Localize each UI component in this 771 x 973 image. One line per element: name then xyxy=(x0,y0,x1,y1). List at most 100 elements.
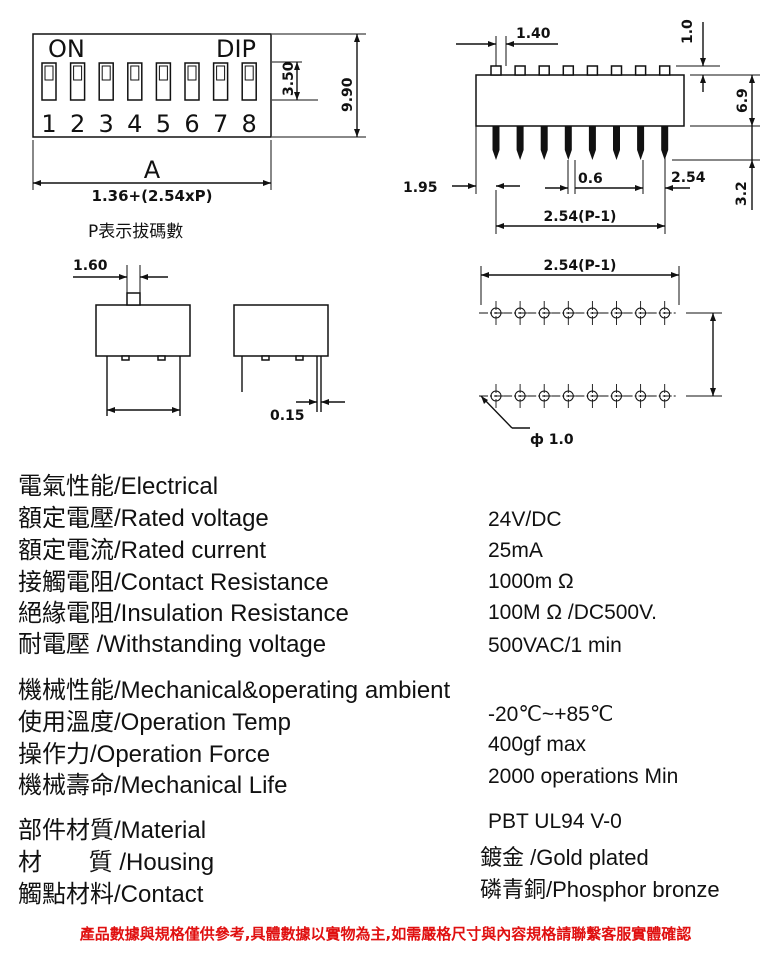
p-note: P表示拔碼數 xyxy=(88,222,183,242)
pin xyxy=(540,126,548,160)
spec-mechanical-life-label: 機械壽命/Mechanical Life xyxy=(18,772,288,799)
spec-mechanical-heading: 機械性能/Mechanical&operating ambient xyxy=(18,677,451,704)
side-view-body xyxy=(475,74,685,127)
dim-body-height: 6.9 xyxy=(735,88,751,113)
pcb-hole xyxy=(635,307,647,319)
switch-knob xyxy=(187,65,197,81)
dim-side-span: 2.54(P-1) xyxy=(544,209,617,225)
pin xyxy=(588,126,596,160)
spec-housing-value: 鍍金 /Gold plated xyxy=(480,845,649,870)
dim-pin-length: 3.2 xyxy=(734,181,750,206)
dim-pin-thickness: 0.15 xyxy=(270,408,305,424)
position-number: 2 xyxy=(70,110,85,138)
switch-slot xyxy=(98,62,114,101)
pcb-holes xyxy=(479,301,676,408)
spec-operation-temp-label: 使用溫度/Operation Temp xyxy=(18,709,291,736)
actuator-tab xyxy=(514,65,526,76)
dip-label: DIP xyxy=(216,35,256,63)
actuator-tab xyxy=(562,65,575,76)
spec-rated-voltage-label: 額定電壓/Rated voltage xyxy=(18,505,269,532)
pcb-hole xyxy=(514,307,526,319)
position-number: 8 xyxy=(242,110,257,138)
spec-operation-force-value: 400gf max xyxy=(488,733,587,756)
spec-material-value: PBT UL94 V-0 xyxy=(488,810,622,833)
switch-slot xyxy=(155,62,172,101)
actuator-tab xyxy=(634,65,647,76)
dim-top-height: 1.0 xyxy=(680,19,696,44)
side-view: 1.40 1.0 6.9 3.2 1.95 0.6 xyxy=(403,19,760,234)
pcb-hole xyxy=(538,307,550,319)
spec-rated-voltage-value: 24V/DC xyxy=(488,508,562,531)
position-number: 1 xyxy=(41,110,56,138)
pcb-hole xyxy=(586,390,598,402)
dim-pin-pitch: 2.54 xyxy=(671,170,706,186)
pcb-hole xyxy=(538,390,550,402)
dim-pcb-span: 2.54(P-1) xyxy=(544,258,617,274)
position-number: 7 xyxy=(213,110,228,138)
switch-knob xyxy=(158,65,168,81)
spec-electrical-heading: 電氣性能/Electrical xyxy=(18,473,219,500)
dim-width-formula: 1.36+(2.54xP) xyxy=(92,187,213,205)
actuator-tab xyxy=(658,65,671,76)
switch-knob xyxy=(73,65,83,81)
dim-hole-diameter: ф 1.0 xyxy=(530,432,574,448)
spec-material-label: 部件材質/Material xyxy=(18,817,207,844)
pcb-hole xyxy=(586,307,598,319)
pcb-hole xyxy=(562,307,574,319)
spec-rated-current-value: 25mA xyxy=(488,539,543,562)
switch-knob xyxy=(130,65,140,81)
pins xyxy=(492,126,669,160)
end-view-right: 0.15 xyxy=(233,304,345,424)
dim-inner-height: 3.50 xyxy=(281,61,297,96)
actuator-tab xyxy=(538,65,550,76)
switch-knob xyxy=(44,65,54,81)
pin xyxy=(613,126,620,160)
pin xyxy=(564,126,572,160)
dim-width-symbol: A xyxy=(144,156,161,184)
switch-slot xyxy=(127,62,143,101)
spec-insulation-resistance-label: 絕緣電阻/Insulation Resistance xyxy=(18,600,349,627)
actuator-tab xyxy=(610,65,623,76)
pcb-hole xyxy=(490,390,502,402)
pcb-hole xyxy=(611,307,622,319)
pcb-hole xyxy=(635,390,647,402)
spec-operation-temp-value: -20℃~+85℃ xyxy=(488,703,614,726)
switch-slots xyxy=(41,62,257,101)
pcb-hole xyxy=(659,390,671,402)
spec-contact-label: 觸點材料/Contact xyxy=(18,881,204,908)
position-number: 4 xyxy=(127,110,142,138)
disclaimer-footer: 產品數據與規格僅供參考,具體數據以實物為主,如需嚴格尺寸與內容規格請聯繫客服實體… xyxy=(79,925,692,943)
pcb-hole xyxy=(562,390,574,402)
pcb-hole xyxy=(490,307,502,319)
switch-knob xyxy=(216,65,226,81)
spec-mechanical-life-value: 2000 operations Min xyxy=(488,765,679,788)
actuator-tab xyxy=(490,65,502,76)
spec-contact-resistance-value: 1000m Ω xyxy=(488,570,574,593)
pin xyxy=(637,126,645,160)
switch-slot xyxy=(241,62,257,101)
pin xyxy=(492,126,500,160)
actuator-tabs xyxy=(490,65,671,76)
end-view-left: 1.60 xyxy=(73,258,191,416)
spec-operation-force-label: 操作力/Operation Force xyxy=(18,741,271,768)
dim-actuator: 1.60 xyxy=(73,258,108,274)
pcb-hole xyxy=(659,307,671,319)
pcb-layout: 2.54(P-1) ф 1.0 xyxy=(479,258,722,448)
actuator-tip xyxy=(126,292,141,306)
pcb-hole xyxy=(514,390,526,402)
position-number: 5 xyxy=(156,110,171,138)
spec-rated-current-label: 額定電流/Rated current xyxy=(18,537,267,564)
switch-slot xyxy=(212,62,229,101)
switch-slot xyxy=(41,62,57,101)
dim-pin-width: 0.6 xyxy=(578,171,603,187)
position-number: 6 xyxy=(184,110,199,138)
switch-slot xyxy=(184,62,200,101)
switch-knob xyxy=(101,65,111,81)
switch-slot xyxy=(69,62,86,101)
dim-outer-height: 9.90 xyxy=(340,77,356,112)
on-label: ON xyxy=(48,35,85,63)
pcb-hole xyxy=(611,390,622,402)
spec-housing-label: 材 質 /Housing xyxy=(18,849,215,876)
